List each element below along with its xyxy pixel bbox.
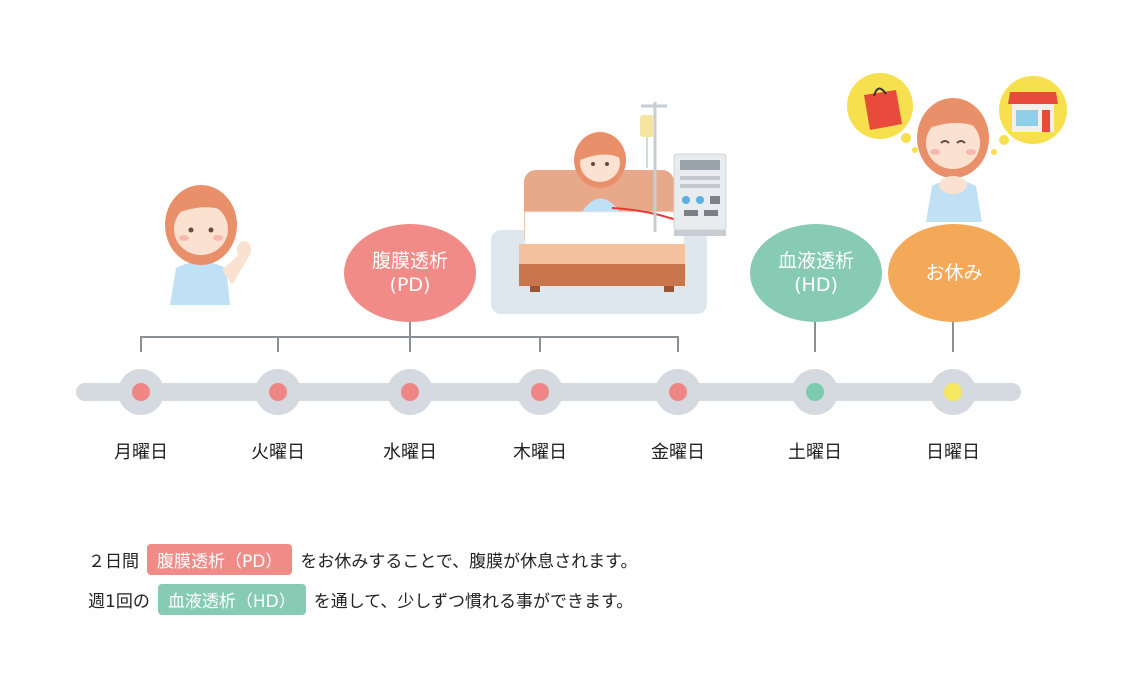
pd-bubble: 腹膜透析 (PD) [344,224,476,322]
day-dot-friday [669,383,687,401]
rest-bubble-label: お休み [925,262,983,284]
store-icon [991,76,1067,155]
happy-girl-icon [917,98,989,222]
note-line-1: ２日間 腹膜透析（PD） をお休みすることで、腹膜が休息されます。 [88,544,637,575]
day-dot-monday [132,383,150,401]
note-line-2: 週1回の 血液透析（HD） を通して、少しずつ慣れる事ができます。 [88,584,633,615]
day-label-thursday: 木曜日 [513,442,567,463]
day-label-tuesday: 火曜日 [251,442,305,463]
pd-bubble-line1: 腹膜透析 [371,250,448,272]
waving-girl-icon [165,185,251,305]
rest-bubble: お休み [888,224,1020,322]
bed-patient-icon [491,132,707,314]
pd-bubble-line2: (PD) [389,274,431,296]
hd-bubble: 血液透析 (HD) [750,224,882,322]
note-1-suffix: をお休みすることで、腹膜が休息されます。 [300,552,638,572]
day-dot-sunday [944,383,962,401]
weekday-bracket [140,320,954,352]
pd-tag: 腹膜透析（PD） [147,544,293,575]
note-2-suffix: を通して、少しずつ慣れる事ができます。 [313,592,634,612]
dialysis-machine-icon [640,102,727,236]
day-label-friday: 金曜日 [651,442,705,463]
day-dot-tuesday [269,383,287,401]
hd-bubble-line2: (HD) [794,274,838,296]
hd-tag: 血液透析（HD） [157,584,306,615]
note-1-prefix: ２日間 [88,552,139,572]
day-label-saturday: 土曜日 [788,442,842,463]
day-label-monday: 月曜日 [114,442,168,463]
day-label-wednesday: 水曜日 [383,442,437,463]
hd-bubble-line1: 血液透析 [777,250,854,272]
day-dot-wednesday [401,383,419,401]
day-label-sunday: 日曜日 [926,442,980,463]
note-2-prefix: 週1回の [88,592,150,612]
day-dot-thursday [531,383,549,401]
shopping-bag-icon [847,73,918,153]
day-dot-saturday [806,383,824,401]
